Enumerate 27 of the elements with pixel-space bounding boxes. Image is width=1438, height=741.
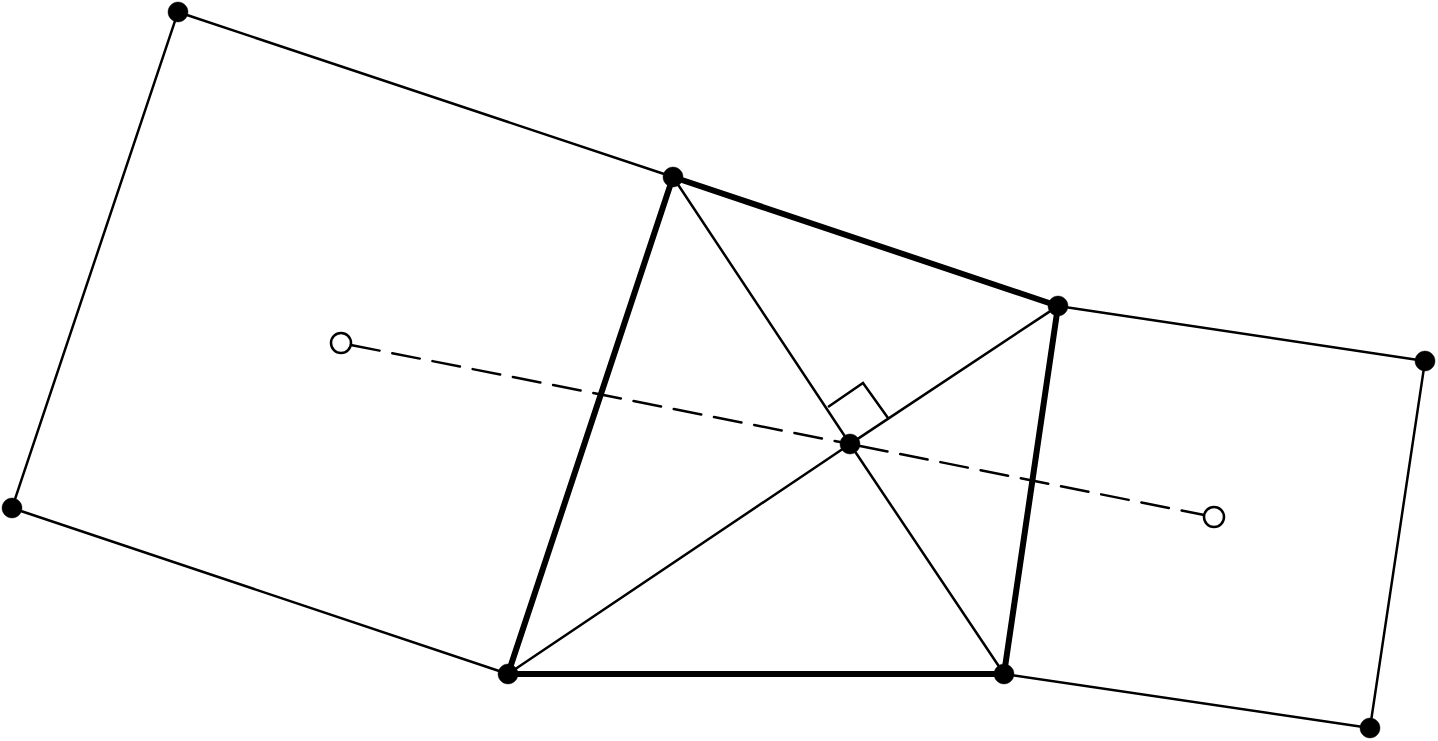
line: [677, 184, 846, 437]
line: [508, 183, 673, 668]
line: [1012, 674, 1362, 728]
point-dot: [1359, 717, 1381, 739]
line: [14, 20, 177, 500]
point-dot: [839, 433, 861, 455]
point-dot: [1, 497, 23, 519]
line: [350, 343, 842, 444]
point-dot: [662, 166, 684, 188]
line: [515, 671, 997, 677]
open-point: [329, 331, 353, 355]
point-dot: [497, 663, 519, 685]
point-dot: [1414, 350, 1436, 372]
point-dot: [167, 1, 189, 23]
line: [1066, 306, 1417, 361]
line: [679, 177, 1052, 306]
line: [515, 448, 843, 670]
line: [1002, 313, 1060, 667]
line: [858, 444, 1205, 516]
line: [857, 310, 1051, 440]
point-dot: [1047, 295, 1069, 317]
line: [1370, 369, 1425, 720]
line: [854, 451, 1000, 667]
line: [186, 13, 665, 175]
line: [20, 509, 500, 672]
open-point: [1202, 505, 1226, 529]
point-dot: [993, 663, 1015, 685]
